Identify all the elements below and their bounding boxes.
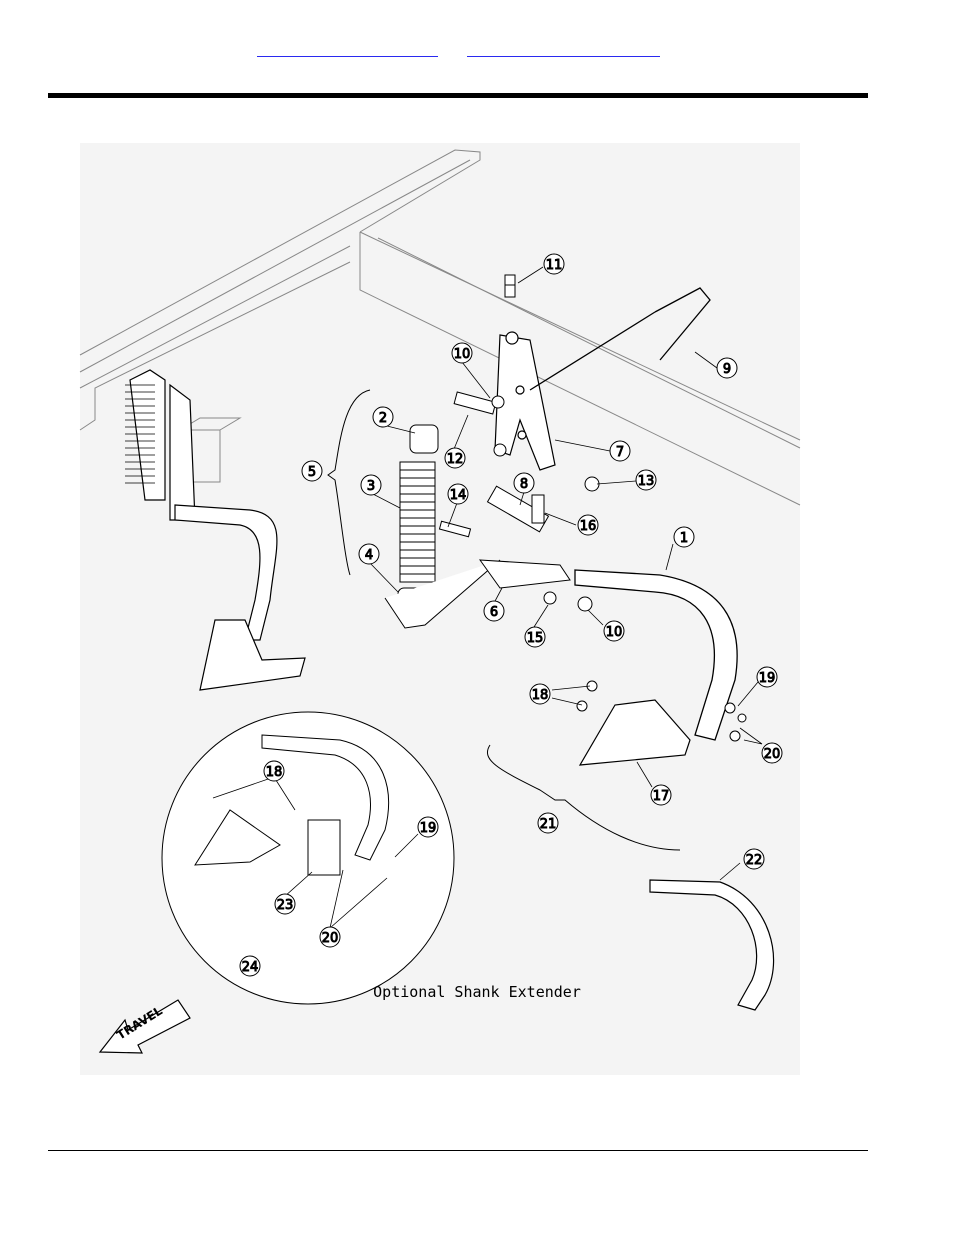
svg-text:18: 18 [532,688,549,703]
svg-text:9: 9 [723,362,731,377]
svg-text:10: 10 [606,625,623,640]
svg-text:16: 16 [580,519,597,534]
callout-23: 23 [275,894,295,914]
svg-text:23: 23 [277,898,294,913]
svg-text:6: 6 [490,605,498,620]
svg-text:22: 22 [746,853,763,868]
callout-7: 7 [610,441,630,461]
svg-text:13: 13 [638,474,655,489]
callout-22: 22 [744,849,764,869]
callout-16: 16 [578,515,598,535]
callout-20-inset: 20 [320,927,340,947]
svg-text:19: 19 [759,671,776,686]
callout-10-upper: 10 [452,343,472,363]
callout-13: 13 [636,470,656,490]
svg-text:11: 11 [546,258,563,273]
callout-3: 3 [361,475,381,495]
svg-text:20: 20 [764,747,781,762]
svg-text:21: 21 [540,817,557,832]
callout-5: 5 [302,461,322,481]
callout-14: 14 [448,484,468,504]
svg-text:18: 18 [266,765,283,780]
callout-19-inset: 19 [418,817,438,837]
svg-text:24: 24 [242,960,259,975]
callout-18-inset: 18 [264,761,284,781]
svg-text:12: 12 [447,452,464,467]
callout-1: 1 [674,527,694,547]
callout-12: 12 [445,448,465,468]
footer-rule [48,1150,868,1151]
svg-text:15: 15 [527,631,544,646]
callout-11: 11 [544,254,564,274]
callout-24: 24 [240,956,260,976]
svg-text:3: 3 [367,479,375,494]
svg-text:7: 7 [616,445,624,460]
svg-text:1: 1 [680,531,688,546]
svg-text:17: 17 [653,789,670,804]
svg-text:5: 5 [308,465,316,480]
svg-text:8: 8 [520,477,528,492]
callout-6: 6 [484,601,504,621]
inset-caption: Optional Shank Extender [373,983,581,1001]
svg-text:10: 10 [454,347,471,362]
callout-21: 21 [538,813,558,833]
callout-17: 17 [651,785,671,805]
callout-2: 2 [373,407,393,427]
callout-10-lower: 10 [604,621,624,641]
callout-20-main: 20 [762,743,782,763]
callout-15: 15 [525,627,545,647]
svg-text:19: 19 [420,821,437,836]
callout-19-main: 19 [757,667,777,687]
callout-18-main: 18 [530,684,550,704]
svg-text:2: 2 [379,411,387,426]
callout-9: 9 [717,358,737,378]
svg-text:4: 4 [365,548,373,563]
svg-text:20: 20 [322,931,339,946]
callout-4: 4 [359,544,379,564]
svg-text:14: 14 [450,488,467,503]
callout-8: 8 [514,473,534,493]
